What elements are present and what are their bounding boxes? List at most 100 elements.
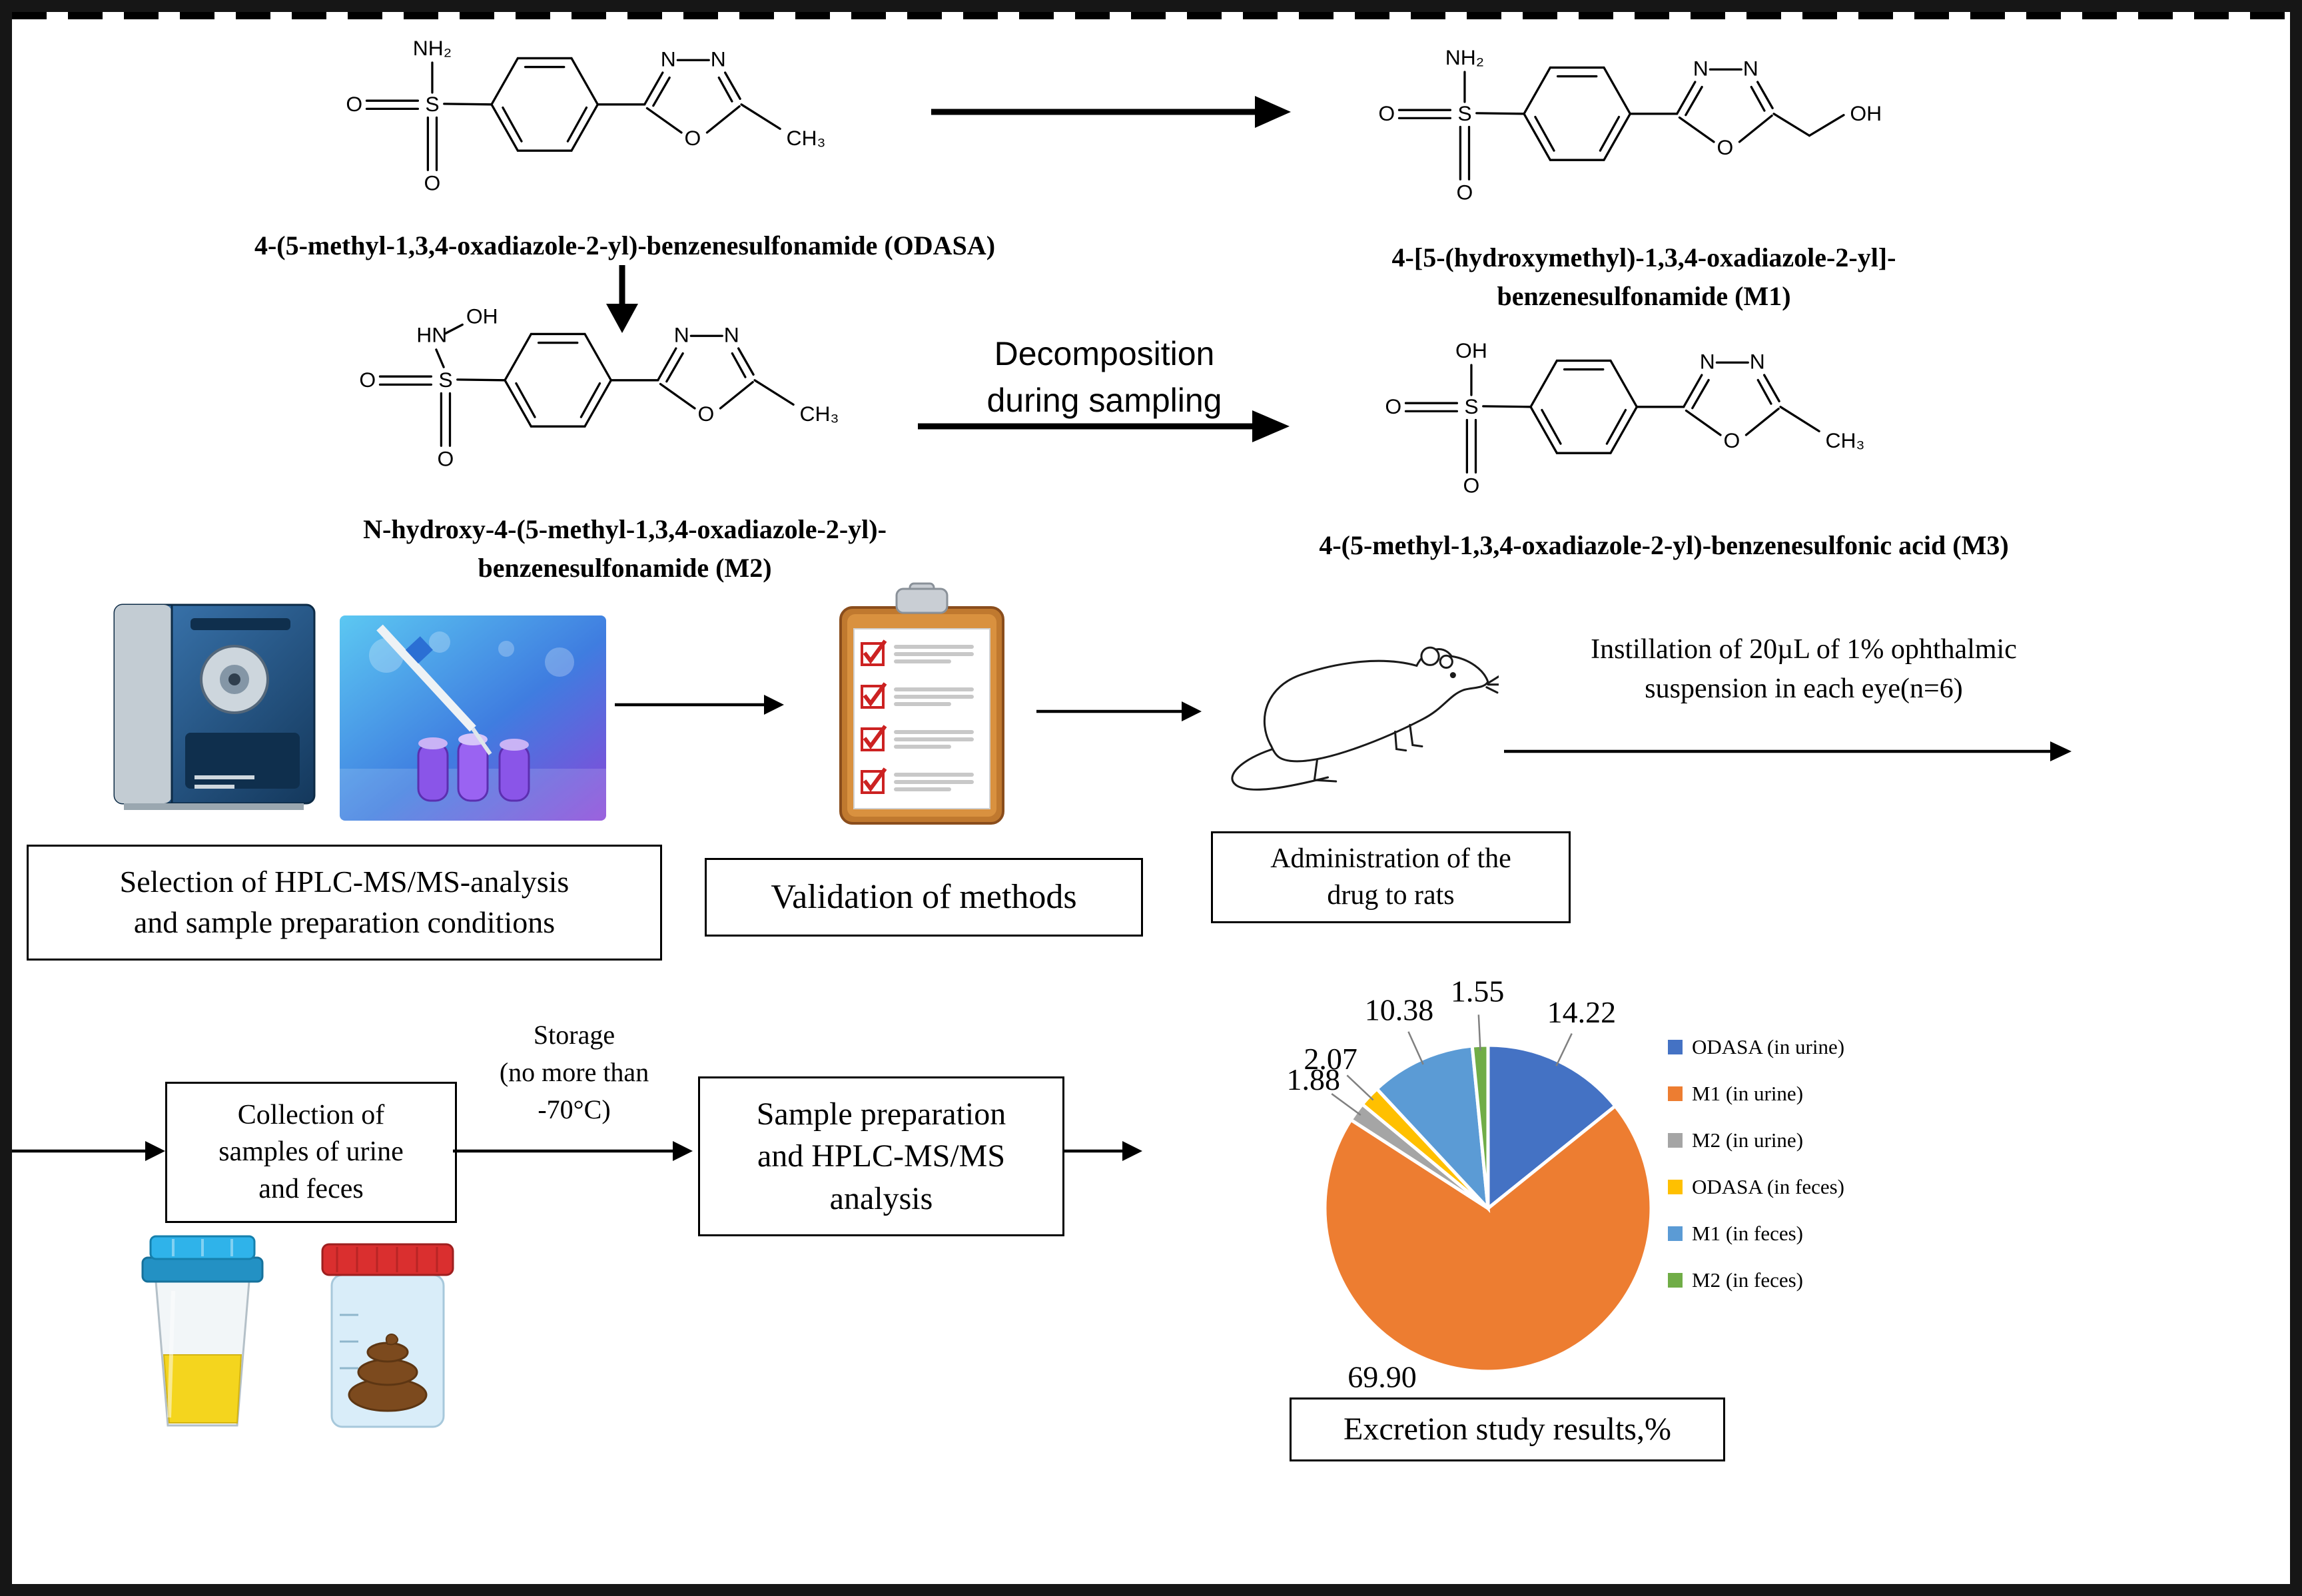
validation-label: Validation of methods xyxy=(771,877,1077,916)
sample-prep-box: Sample preparation and HPLC-MS/MS analys… xyxy=(698,1076,1064,1236)
storage-line1: Storage xyxy=(533,1020,615,1050)
selection-line2: and sample preparation conditions xyxy=(133,905,556,939)
arrow-validation-to-administration xyxy=(1036,701,1202,721)
pie-value-label-0: 14.22 xyxy=(1547,995,1617,1029)
collection-box: Collection of samples of urine and feces xyxy=(165,1082,457,1223)
atom-label: HN xyxy=(416,323,447,347)
lab-pipetting-image xyxy=(340,615,606,821)
atom-label: O xyxy=(438,446,454,470)
rat-image xyxy=(1231,646,1499,791)
atom-label: S xyxy=(1457,101,1471,125)
atom-label: O xyxy=(346,92,362,116)
structure-m2: HN OH S O O N N O CH₃ xyxy=(359,304,839,471)
arrow-selection-to-validation xyxy=(615,695,784,715)
pie-value-label-3: 2.07 xyxy=(1304,1042,1357,1076)
atom-label: CH₃ xyxy=(1826,428,1865,452)
atom-label: S xyxy=(438,368,452,392)
atom-label: CH₃ xyxy=(800,402,839,426)
pie-leader-2 xyxy=(1331,1093,1361,1116)
arrow-instillation xyxy=(1504,741,2072,761)
pie-value-label-4: 10.38 xyxy=(1365,993,1434,1027)
administration-box: Administration of the drug to rats xyxy=(1211,831,1571,923)
caption-m2-line2: benzenesulfonamide (M2) xyxy=(478,553,772,583)
storage-line3: -70°C) xyxy=(538,1094,611,1124)
pie-legend: ODASA (in urine) M1 (in urine) M2 (in urin… xyxy=(1668,1035,1844,1292)
urine-cup-image xyxy=(141,1235,264,1427)
atom-label: OH xyxy=(466,304,498,328)
sample-prep-line3: analysis xyxy=(829,1180,933,1216)
administration-line2: drug to rats xyxy=(1327,880,1455,911)
validation-box: Validation of methods xyxy=(705,858,1143,937)
caption-m2-line1: N-hydroxy-4-(5-methyl-1,3,4-oxadiazole-2… xyxy=(363,514,887,544)
legend-swatch-icon xyxy=(1668,1226,1683,1241)
pie-leader-3 xyxy=(1346,1074,1374,1101)
checklist-clipboard-image xyxy=(839,582,1004,825)
pie-slice-1 xyxy=(1323,1103,1653,1374)
atom-label: O xyxy=(684,126,701,150)
administration-line1: Administration of the xyxy=(1270,843,1511,874)
legend-item-2: M2 (in urine) xyxy=(1668,1128,1844,1152)
atom-label: O xyxy=(1717,135,1733,159)
legend-swatch-icon xyxy=(1668,1040,1683,1054)
pie-value-label-1: 69.90 xyxy=(1347,1360,1417,1394)
arrow-into-collection xyxy=(12,1141,165,1161)
legend-item-0: ODASA (in urine) xyxy=(1668,1035,1844,1059)
atom-label: O xyxy=(697,402,714,426)
atom-label: N xyxy=(1700,350,1715,374)
legend-label: M1 (in urine) xyxy=(1692,1082,1804,1105)
decomposition-line1: Decomposition xyxy=(994,335,1215,372)
structure-m1: NH₂ S O O N N O OH xyxy=(1378,45,1882,204)
atom-label: O xyxy=(1457,180,1473,204)
section-divider xyxy=(12,12,2290,19)
caption-m2: N-hydroxy-4-(5-methyl-1,3,4-oxadiazole-2… xyxy=(225,510,1024,588)
structure-odasa: NH₂ S O O N N O CH₃ xyxy=(346,36,825,195)
arrow-odasa-to-m2 xyxy=(606,265,638,333)
legend-item-3: ODASA (in feces) xyxy=(1668,1175,1844,1199)
caption-m1-line2: benzenesulfonamide (M1) xyxy=(1497,281,1791,311)
legend-label: ODASA (in urine) xyxy=(1692,1035,1845,1058)
atom-label: O xyxy=(424,171,441,195)
instillation-label: Instillation of 20µL of 1% ophthalmic su… xyxy=(1537,630,2070,709)
pie-leader-5 xyxy=(1477,1014,1481,1051)
atom-label: N xyxy=(661,47,676,71)
stool-container-image xyxy=(321,1243,454,1428)
hplc-instrument-image xyxy=(113,603,316,810)
sample-prep-line1: Sample preparation xyxy=(756,1096,1006,1132)
results-title: Excretion study results,% xyxy=(1343,1411,1671,1447)
atom-label: O xyxy=(1463,473,1480,497)
pie-leader-0 xyxy=(1555,1033,1573,1066)
atom-label: N xyxy=(1743,57,1758,81)
decomposition-label: Decomposition during sampling xyxy=(918,330,1291,424)
decomposition-line2: during sampling xyxy=(986,382,1222,419)
results-title-box: Excretion study results,% xyxy=(1290,1397,1725,1461)
atom-label: O xyxy=(1385,394,1401,418)
collection-line1: Collection of xyxy=(237,1099,385,1130)
arrow-m2-to-m3 xyxy=(918,410,1290,442)
arrow-prep-to-results xyxy=(1062,1141,1142,1161)
caption-odasa: 4-(5-methyl-1,3,4-oxadiazole-2-yl)-benze… xyxy=(254,230,996,260)
selection-box: Selection of HPLC-MS/MS-analysis and sam… xyxy=(27,845,662,961)
legend-item-4: M1 (in feces) xyxy=(1668,1222,1844,1246)
legend-item-5: M2 (in feces) xyxy=(1668,1268,1844,1292)
selection-line1: Selection of HPLC-MS/MS-analysis xyxy=(119,865,570,899)
collection-line2: samples of urine xyxy=(218,1136,404,1168)
atom-label: O xyxy=(1723,428,1740,452)
pie-leader-4 xyxy=(1407,1031,1424,1065)
atom-label: S xyxy=(1464,394,1478,418)
legend-item-1: M1 (in urine) xyxy=(1668,1082,1844,1106)
atom-label: OH xyxy=(1455,338,1487,362)
storage-label: Storage (no more than -70°C) xyxy=(457,1016,691,1128)
legend-label: M1 (in feces) xyxy=(1692,1222,1803,1245)
collection-line3: and feces xyxy=(258,1173,364,1204)
legend-label: ODASA (in feces) xyxy=(1692,1175,1845,1198)
sample-prep-line2: and HPLC-MS/MS xyxy=(757,1138,1006,1174)
arrow-collection-to-prep xyxy=(453,1141,693,1161)
caption-m1-line1: 4-[5-(hydroxymethyl)-1,3,4-oxadiazole-2-… xyxy=(1391,242,1896,272)
instillation-line1: Instillation of 20µL of 1% ophthalmic xyxy=(1591,634,2017,665)
caption-m1: 4-[5-(hydroxymethyl)-1,3,4-oxadiazole-2-… xyxy=(1278,238,2010,316)
atom-label: O xyxy=(359,368,376,392)
atom-label: N xyxy=(724,323,739,347)
pie-value-label-5: 1.55 xyxy=(1451,974,1505,1008)
caption-m3: 4-(5-methyl-1,3,4-oxadiazole-2-yl)-benze… xyxy=(1319,530,2009,560)
